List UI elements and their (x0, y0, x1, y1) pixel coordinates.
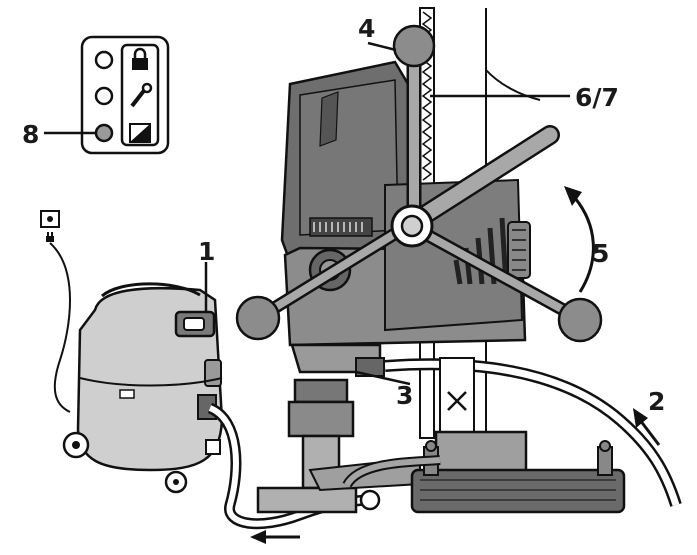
label-3: 3 (396, 381, 413, 410)
rotation-arrow (564, 186, 595, 293)
leader-3 (355, 370, 411, 386)
flow-arrow-water (633, 408, 661, 446)
label-67: 6/7 (575, 83, 619, 112)
wrench-icon (130, 82, 153, 108)
handle-knob-top[interactable] (392, 24, 436, 68)
label-2: 2 (648, 387, 665, 416)
power-cord (49, 242, 71, 413)
power-plug-icon (46, 232, 54, 242)
handle-knob-left[interactable] (235, 295, 281, 341)
leader-4 (367, 41, 397, 52)
indicator-panel (80, 35, 170, 155)
lock-icon (132, 47, 148, 70)
label-4: 4 (358, 14, 375, 43)
flow-arrow-bottom (250, 530, 300, 544)
label-8: 8 (22, 120, 39, 149)
star-handle[interactable] (235, 24, 603, 343)
water-collector (256, 486, 358, 514)
indicator-light-service (94, 86, 114, 106)
label-1: 1 (198, 237, 215, 266)
vacuum-cleaner (62, 282, 224, 494)
brush-wear-icon (129, 123, 151, 143)
label-5: 5 (592, 239, 609, 268)
indicator-light-brush-wear (94, 123, 114, 143)
power-outlet-icon (40, 210, 60, 228)
handle-knob-right[interactable] (557, 297, 603, 343)
drill-stand-base (308, 357, 626, 514)
core-bit (256, 378, 381, 514)
indicator-light-lock (94, 50, 114, 70)
